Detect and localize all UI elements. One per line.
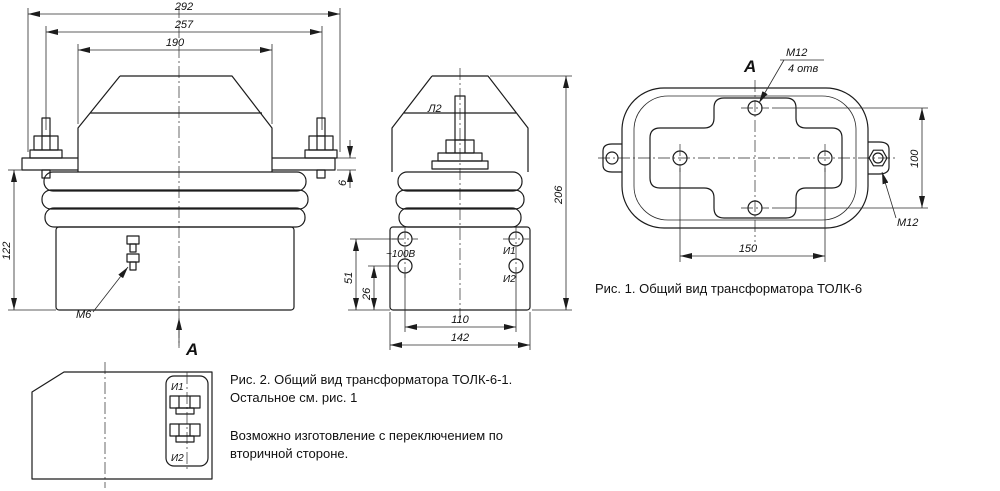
top-lug-left [602, 143, 622, 173]
side-lower-body [389, 226, 531, 311]
top-inner-contour [633, 95, 857, 221]
fig2-text: Рис. 2. Общий вид трансформатора ТОЛК-6-… [230, 372, 512, 461]
top-hex-bolt [868, 149, 888, 167]
fig2-view: И1 И2 [31, 362, 213, 488]
label-4-holes: 4 отв [788, 63, 818, 75]
front-view-arrow-label: А [185, 340, 198, 359]
top-outer-contour [621, 87, 869, 229]
front-lower-body [55, 226, 295, 311]
top-cross-boss [649, 97, 843, 219]
fig2-label-i1: И1 [171, 382, 184, 393]
side-secondary-terminals [392, 227, 529, 278]
dim-top-width: 190 [166, 37, 185, 49]
front-bracket-left [21, 157, 78, 171]
label-100v: ~100В [386, 249, 416, 260]
dim-terminal-pitch: 110 [451, 314, 469, 326]
dim-holes-horizontal: 150 [739, 243, 758, 255]
front-top-housing [77, 75, 273, 172]
fig2-caption-line1: Рис. 2. Общий вид трансформатора ТОЛК-6-… [230, 372, 512, 387]
label-m6: М6 [76, 309, 92, 321]
label-i2: И2 [503, 274, 516, 285]
dim-terminal-upper: 51 [343, 272, 355, 284]
front-bolt-right [304, 117, 338, 179]
top-m12-holes [672, 100, 833, 216]
dim-base-width: 142 [451, 332, 469, 344]
fig2-label-i2: И2 [171, 453, 184, 464]
label-i1: И1 [503, 246, 516, 257]
label-m12-bolt: М12 [897, 217, 918, 229]
dim-lower-height: 122 [1, 242, 13, 260]
fig2-note-line2: вторичной стороне. [230, 446, 348, 461]
front-bolt-left [29, 117, 63, 179]
fig2-note-line1: Возможно изготовление с переключением по [230, 428, 503, 443]
front-m6-screws [126, 235, 140, 271]
label-m12-thread: М12 [786, 47, 807, 59]
side-top-housing [391, 75, 529, 172]
side-view: Л2 ~100В И1 И2 206 51 [343, 68, 572, 350]
front-bellows [41, 171, 309, 228]
fig1-caption: Рис. 1. Общий вид трансформатора ТОЛК-6 [595, 281, 862, 296]
dim-overall-width: 292 [174, 1, 193, 13]
top-view-label: А [743, 57, 756, 76]
dim-bolt-spacing: 257 [174, 19, 194, 31]
fig2-terminal-bolts [169, 395, 201, 443]
dim-holes-vertical: 100 [909, 149, 921, 168]
front-view: 292 257 190 [1, 1, 356, 359]
top-view: А М12 4 отв 100 М12 150 Рис. 1. Общий ви… [595, 47, 928, 296]
fig2-body-outline [31, 371, 213, 480]
fig2-caption-line2: Остальное см. рис. 1 [230, 390, 357, 405]
side-primary-terminal [431, 95, 489, 170]
top-lug-left-hole [605, 151, 619, 165]
dim-total-height: 206 [553, 185, 565, 205]
front-bracket-right [272, 157, 336, 171]
dim-terminal-lower: 26 [361, 287, 373, 301]
label-l2: Л2 [427, 103, 442, 115]
dim-bracket-thickness: 6 [337, 179, 349, 186]
